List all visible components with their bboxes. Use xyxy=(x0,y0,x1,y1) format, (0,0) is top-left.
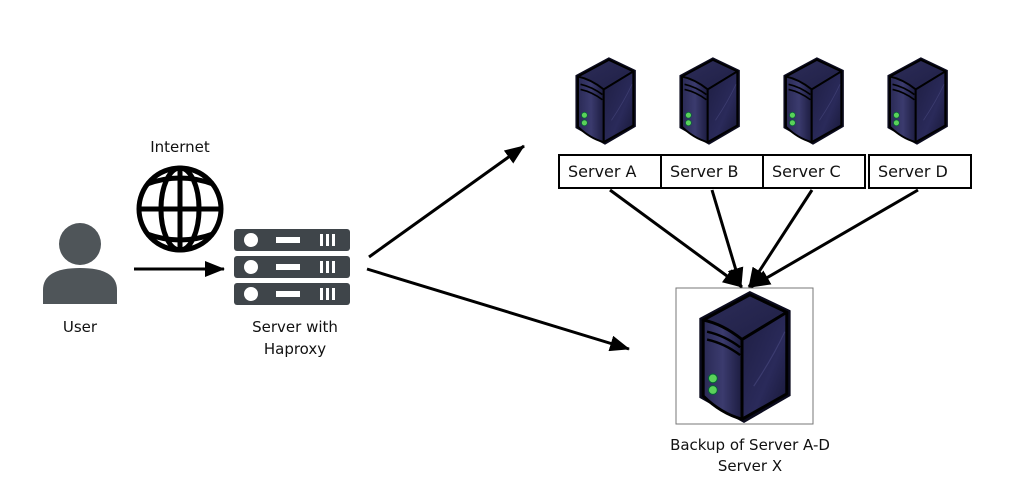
edge-haproxy-to-servers xyxy=(368,144,525,259)
backup-label-line2: Server X xyxy=(717,457,783,475)
server-a-icon xyxy=(574,56,637,146)
edge-haproxy-to-backup xyxy=(366,267,630,352)
server-b-box: Server B xyxy=(660,154,764,189)
server-b-icon xyxy=(678,56,741,146)
server-c-icon xyxy=(782,56,845,146)
user-icon xyxy=(43,223,117,304)
user-label: User xyxy=(62,318,98,336)
internet-label: Internet xyxy=(150,138,210,156)
edge-d-to-backup xyxy=(750,188,919,289)
edge-c-to-backup xyxy=(747,189,814,288)
haproxy-label-line2: Haproxy xyxy=(263,340,327,358)
server-rack-icon xyxy=(234,229,350,305)
haproxy-label-line1: Server with xyxy=(252,318,338,336)
server-d-icon xyxy=(886,56,949,146)
server-a-box: Server A xyxy=(558,154,662,189)
edge-a-to-backup xyxy=(609,188,743,289)
server-d-box: Server D xyxy=(868,154,972,189)
edge-b-to-backup xyxy=(710,189,744,288)
backup-label-line1: Backup of Server A-D xyxy=(670,436,830,454)
globe-icon xyxy=(136,165,224,253)
server-c-box: Server C xyxy=(762,154,866,189)
